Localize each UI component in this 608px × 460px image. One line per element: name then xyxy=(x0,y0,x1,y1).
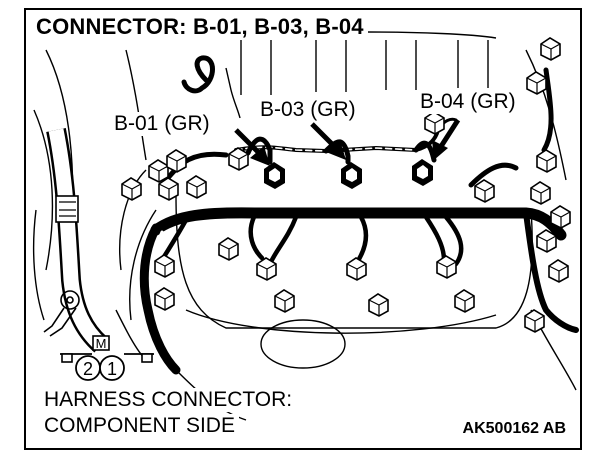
diagram-frame: M 2 1 CONNECTOR: B-01, B-03, B-04 B-01 (… xyxy=(24,8,582,450)
injector-wires xyxy=(163,55,554,188)
pointer-arrow-b04 xyxy=(432,118,461,160)
injector-connector-b04 xyxy=(412,159,433,186)
harness-connector-mark: M xyxy=(96,336,107,351)
pointer-arrow-b01 xyxy=(234,128,270,166)
lower-pigtails xyxy=(159,214,464,267)
injector-connector-b01 xyxy=(264,162,285,189)
figure-code: AK500162 AB xyxy=(462,420,566,438)
connector-label-b03: B-03 (GR) xyxy=(258,98,358,122)
connector-label-b04: B-04 (GR) xyxy=(418,90,518,114)
connector-label-b01: B-01 (GR) xyxy=(112,112,212,136)
harness-connector-symbol: M 2 1 xyxy=(60,335,154,381)
page-title: CONNECTOR: B-01, B-03, B-04 xyxy=(36,14,368,40)
engine-harness-illustration: M 2 1 xyxy=(32,31,579,421)
left-hose xyxy=(46,128,108,353)
caption-line-2: COMPONENT SIDE xyxy=(40,414,239,438)
pointer-arrow-b03 xyxy=(310,122,346,160)
ground-terminal xyxy=(43,290,80,337)
harness-connector-pin-left: 2 xyxy=(83,359,93,379)
main-harness xyxy=(139,207,579,375)
caption-line-1: HARNESS CONNECTOR: xyxy=(40,388,297,412)
harness-connector-pin-right: 1 xyxy=(107,359,117,379)
injector-connector-b03 xyxy=(341,162,362,189)
